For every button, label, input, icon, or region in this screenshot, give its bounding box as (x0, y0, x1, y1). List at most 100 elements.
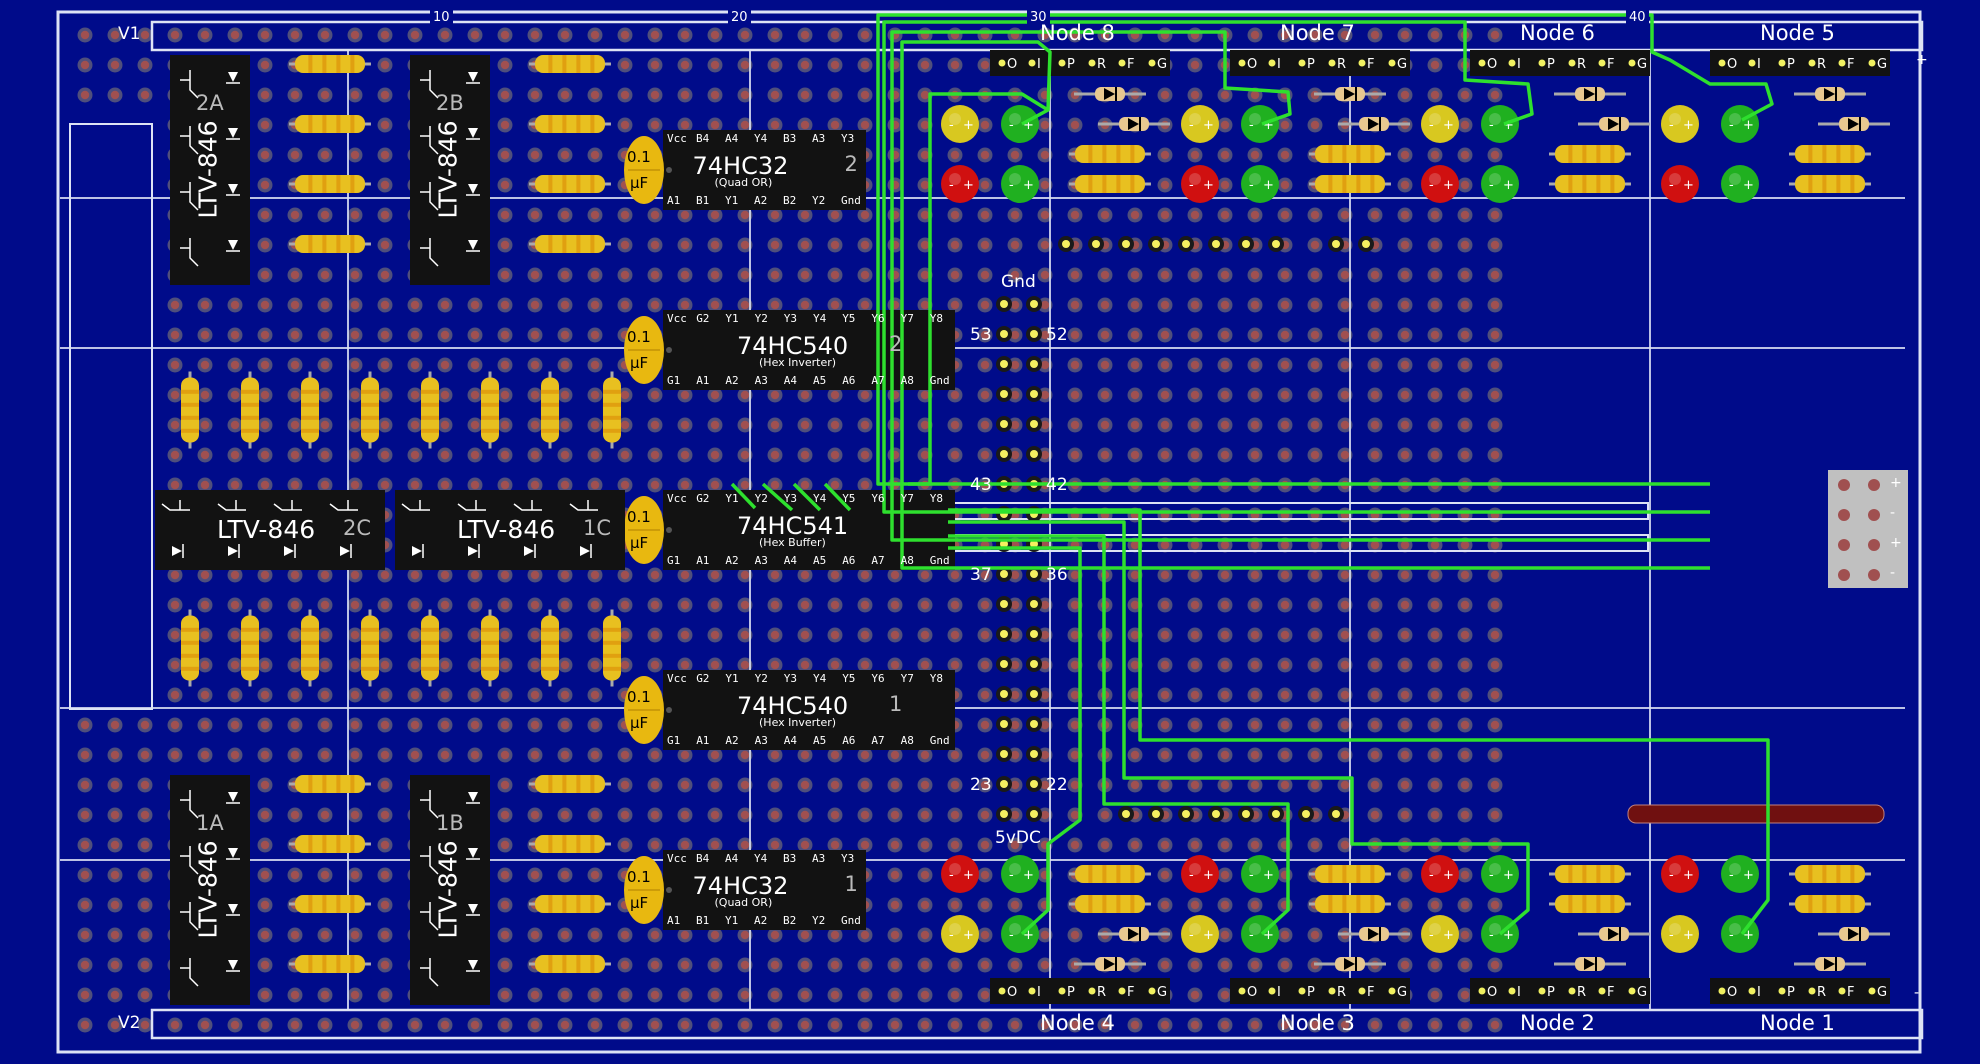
hole (1160, 600, 1170, 610)
hole (410, 300, 420, 310)
hole (590, 150, 600, 160)
hole (1490, 900, 1500, 910)
hole (860, 120, 870, 130)
resistor (1069, 175, 1151, 193)
ic-pin-label: B3 (783, 852, 797, 865)
hole (1430, 1020, 1440, 1030)
hole (710, 1020, 720, 1030)
hole (860, 270, 870, 280)
hole (1460, 210, 1470, 220)
ic-pin-label: A7 (871, 554, 885, 567)
header-pin-label: R (1097, 985, 1106, 1000)
hole (380, 960, 390, 970)
header-pin (1838, 59, 1846, 67)
hole (890, 630, 900, 640)
hole (260, 810, 270, 820)
hole (350, 480, 360, 490)
diode (1338, 927, 1410, 941)
hole (920, 300, 930, 310)
ic-pin-label: Y4 (813, 312, 827, 325)
hole (110, 900, 120, 910)
hole (290, 630, 300, 640)
hole (860, 1020, 870, 1030)
hole (1250, 270, 1260, 280)
hole (770, 750, 780, 760)
hole (1220, 900, 1230, 910)
wire-trace (948, 520, 1530, 936)
hole (950, 780, 960, 790)
hole (380, 300, 390, 310)
hole (260, 390, 270, 400)
hole (1400, 750, 1410, 760)
svg-text:+: + (1203, 928, 1214, 943)
hole (1490, 270, 1500, 280)
led: -+ (1721, 105, 1759, 143)
hole (830, 840, 840, 850)
resistor (289, 175, 371, 193)
hole (500, 990, 510, 1000)
hole (740, 810, 750, 820)
hole (740, 660, 750, 670)
hole (740, 120, 750, 130)
hole (470, 330, 480, 340)
hole (1160, 420, 1170, 430)
hole (1310, 690, 1320, 700)
hole (1220, 720, 1230, 730)
hole (740, 390, 750, 400)
svg-text:-: - (1429, 928, 1434, 943)
hole (1310, 30, 1320, 40)
hole (1010, 450, 1020, 460)
hole (680, 300, 690, 310)
hole (440, 300, 450, 310)
svg-text:+: + (1743, 118, 1754, 133)
hole (950, 390, 960, 400)
ic-pin-label: Y7 (900, 312, 914, 325)
hole (800, 660, 810, 670)
ic-chip (663, 310, 955, 390)
hole (200, 600, 210, 610)
hole (410, 720, 420, 730)
hole (1280, 540, 1290, 550)
hole (500, 120, 510, 130)
hole (380, 660, 390, 670)
hole (1040, 570, 1050, 580)
cap-value: 0.1 (627, 688, 651, 706)
hole (1010, 810, 1020, 820)
hole (1220, 630, 1230, 640)
hole (920, 990, 930, 1000)
resistor (361, 371, 379, 449)
hole (1040, 210, 1050, 220)
ic-pin-label: Y6 (871, 312, 885, 325)
hole (830, 240, 840, 250)
hole (1490, 390, 1500, 400)
hole (950, 810, 960, 820)
hole (800, 480, 810, 490)
hole (980, 270, 990, 280)
hole (80, 90, 90, 100)
led: -+ (1181, 105, 1219, 143)
hole (1370, 810, 1380, 820)
hole (1040, 600, 1050, 610)
ic-pin-label: G1 (667, 554, 681, 567)
ic-pin-label: Y2 (812, 914, 826, 927)
hole (1220, 180, 1230, 190)
hole (1310, 840, 1320, 850)
ic-pin-label: G2 (696, 312, 710, 325)
hole (1220, 840, 1230, 850)
hole (200, 300, 210, 310)
hole (290, 420, 300, 430)
hole (1340, 420, 1350, 430)
hole (1490, 90, 1500, 100)
hole (560, 570, 570, 580)
hole (590, 870, 600, 880)
svg-text:+: + (963, 928, 974, 943)
hole (680, 120, 690, 130)
hole (680, 810, 690, 820)
ic-pin-label: Y5 (842, 672, 856, 685)
hole (620, 420, 630, 430)
pin-53: 53 (970, 325, 992, 345)
hole (110, 1020, 120, 1030)
header-pin-label: F (1367, 57, 1374, 72)
hole (950, 900, 960, 910)
svg-text:+: + (1743, 868, 1754, 883)
